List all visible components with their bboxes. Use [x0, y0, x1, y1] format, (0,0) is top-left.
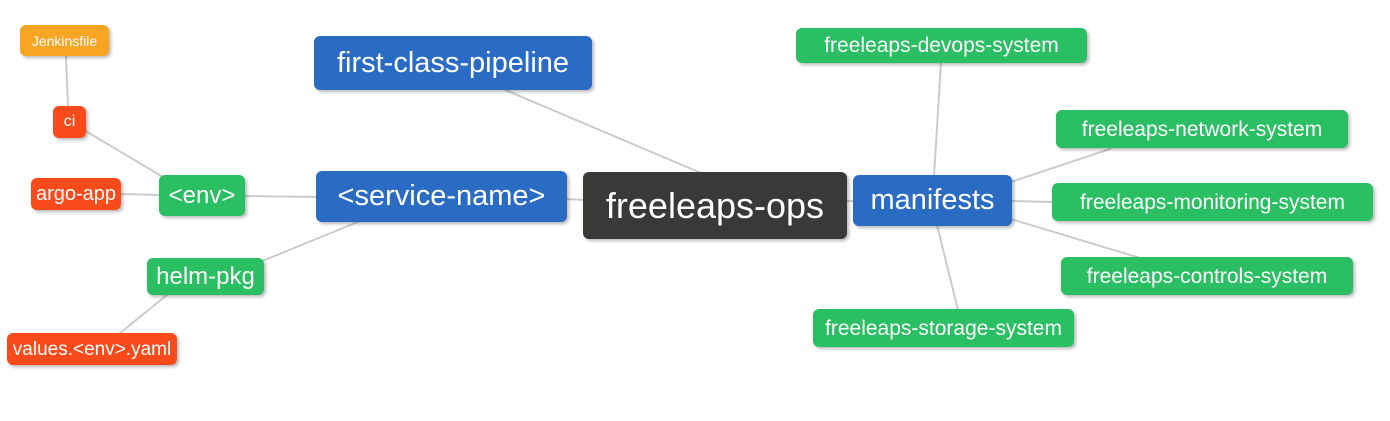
edge-manifests--freeleaps-controls-system: [1010, 218, 1141, 259]
node-first-class-pipeline[interactable]: first-class-pipeline: [314, 36, 592, 90]
node-env[interactable]: <env>: [159, 175, 245, 216]
edge-argo-app--env: [119, 193, 161, 196]
node-freeleaps-storage-system[interactable]: freeleaps-storage-system: [813, 309, 1074, 347]
node-freeleaps-controls-system[interactable]: freeleaps-controls-system: [1061, 257, 1353, 295]
node-service-name[interactable]: <service-name>: [316, 171, 567, 222]
edge-manifests--freeleaps-network-system: [1010, 148, 1111, 183]
edge-manifests--freeleaps-devops-system: [933, 61, 942, 177]
edge-service-name--freeleaps-ops: [565, 198, 585, 201]
node-jenkinsfile[interactable]: Jenkinsfile: [20, 25, 109, 56]
node-ci[interactable]: ci: [53, 106, 86, 138]
edge-jenkinsfile--ci: [65, 55, 69, 108]
node-argo-app[interactable]: argo-app: [31, 178, 121, 210]
node-helm-pkg[interactable]: helm-pkg: [147, 258, 264, 295]
node-freeleaps-ops[interactable]: freeleaps-ops: [583, 172, 847, 239]
edge-env--service-name: [243, 195, 318, 198]
edge-manifests--freeleaps-monitoring-system: [1010, 200, 1054, 203]
node-freeleaps-network-system[interactable]: freeleaps-network-system: [1056, 110, 1348, 148]
edge-ci--env: [83, 129, 169, 181]
edge-first-class-pipeline--freeleaps-ops: [502, 88, 702, 174]
edge-manifests--freeleaps-storage-system: [936, 224, 959, 311]
node-freeleaps-monitoring-system[interactable]: freeleaps-monitoring-system: [1052, 183, 1373, 221]
node-values-env-yaml[interactable]: values.<env>.yaml: [7, 333, 177, 365]
node-manifests[interactable]: manifests: [853, 175, 1012, 226]
node-freeleaps-devops-system[interactable]: freeleaps-devops-system: [796, 28, 1087, 63]
edge-helm-pkg--values-env-yaml: [118, 293, 169, 335]
edge-service-name--helm-pkg: [259, 220, 361, 263]
